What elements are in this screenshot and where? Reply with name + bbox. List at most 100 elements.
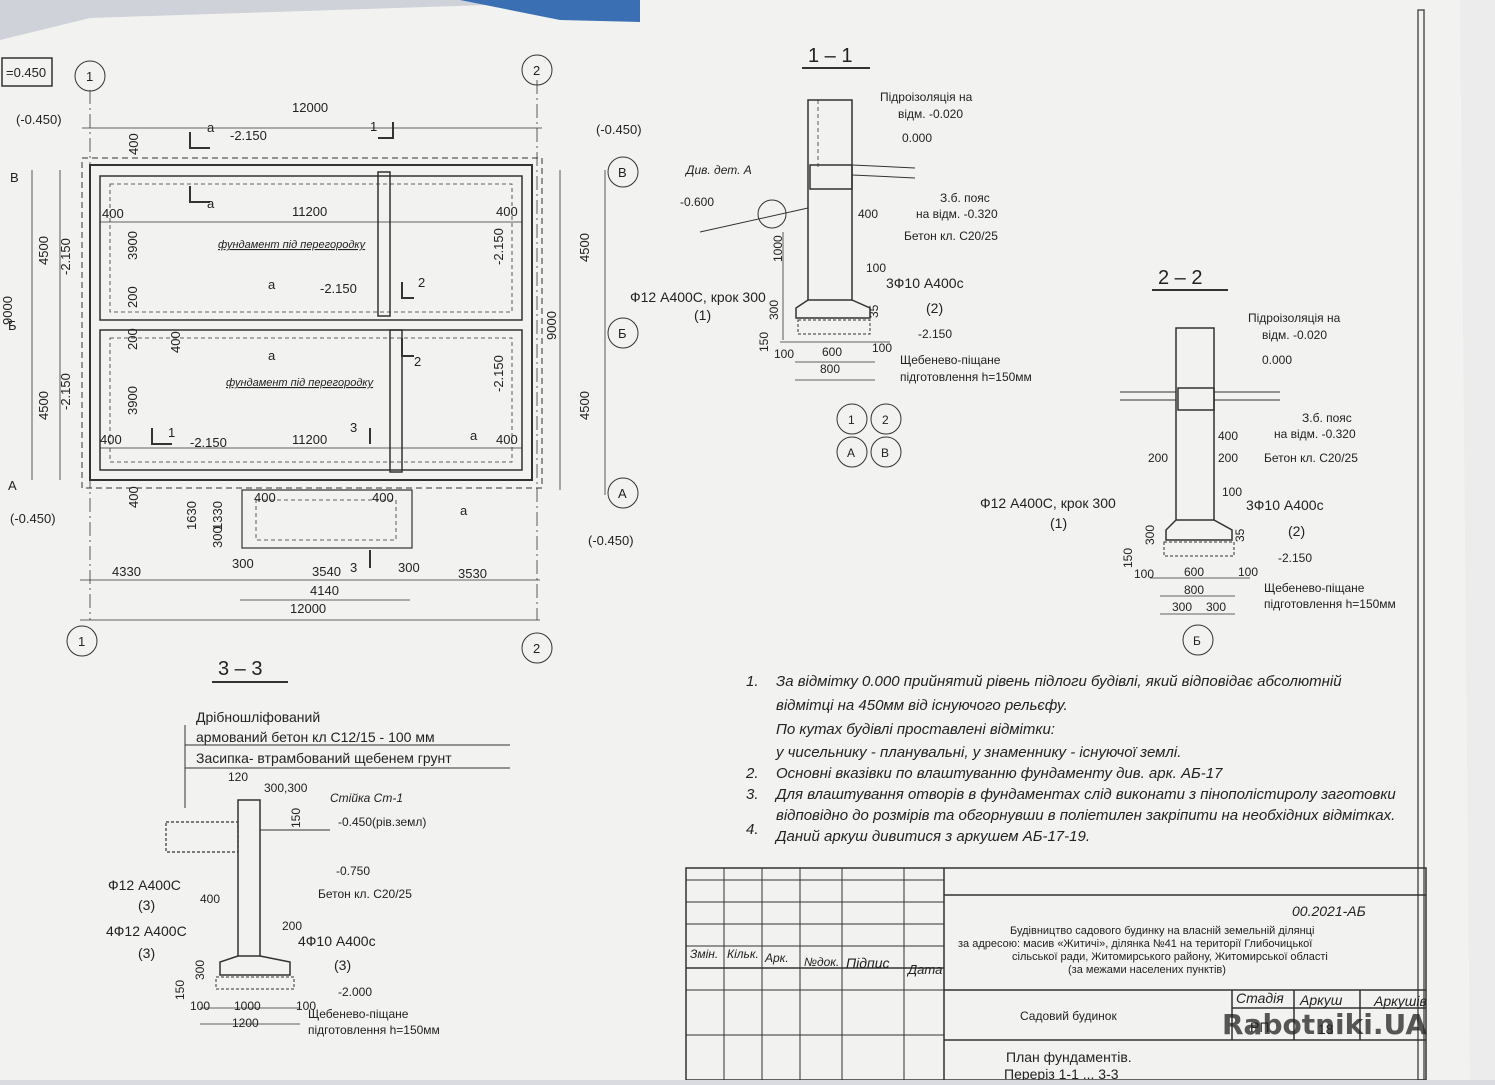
section-a-mark-5: а bbox=[470, 428, 478, 443]
s11-d600: 600 bbox=[822, 345, 842, 359]
s22-d400: 400 bbox=[1218, 429, 1238, 443]
s33-rebar2-num: (3) bbox=[138, 945, 155, 961]
s11-ground: -0.600 bbox=[680, 195, 714, 209]
s22-rebar-main-num: (1) bbox=[1050, 515, 1067, 531]
dim-3900-top: 3900 bbox=[125, 231, 140, 260]
s11-axis-v: В bbox=[881, 446, 889, 460]
section-a-mark-3: а bbox=[268, 277, 276, 292]
s22-zero: 0.000 bbox=[1262, 353, 1292, 367]
level-4: -2.150 bbox=[491, 228, 506, 265]
dim-4140: 4140 bbox=[310, 583, 339, 598]
col-sheet: Арк. bbox=[764, 951, 789, 965]
s33-d200: 200 bbox=[282, 919, 302, 933]
dim-400-a: 400 bbox=[102, 206, 124, 221]
s22-belt: З.б. пояс bbox=[1302, 411, 1352, 425]
s33-d150b: 150 bbox=[289, 808, 303, 828]
title-block-texts: 00.2021-АБ Будівництво садового будинку … bbox=[690, 903, 1427, 1082]
s33-gravel: Щебенево-піщане bbox=[308, 1007, 409, 1021]
plan-view bbox=[1, 54, 639, 664]
dim-400-e: 400 bbox=[126, 133, 141, 155]
project-line-2: за адресою: масив «Житичі», ділянка №41 … bbox=[958, 938, 1312, 950]
note-1-line-a: За відмітку 0.000 прийнятий рівень підло… bbox=[776, 673, 1342, 690]
section-1-1-texts: 1 – 1 Підроізоляція на відм. -0.020 0.00… bbox=[630, 45, 1032, 460]
note-1-num: 1. bbox=[746, 673, 759, 690]
watermark: Rabotniki.UA bbox=[1222, 1008, 1427, 1041]
s22-belt-level: на відм. -0.320 bbox=[1274, 427, 1356, 441]
s33-d300300: 300,300 bbox=[264, 781, 308, 795]
dim-300-b: 300 bbox=[398, 560, 420, 575]
axis-1-bottom: 1 bbox=[78, 634, 85, 649]
s33-layer1: Дрібношліфований bbox=[196, 709, 320, 725]
s11-belt: З.б. пояс bbox=[940, 191, 990, 205]
dim-3530: 3530 bbox=[458, 566, 487, 581]
section-a-mark-4: а bbox=[268, 348, 276, 363]
object-name: Садовий будинок bbox=[1020, 1009, 1117, 1023]
partition-note-2: фундамент під перегородку bbox=[226, 377, 375, 389]
dim-400-g: 400 bbox=[168, 331, 183, 353]
s22-gravel: Щебенево-піщане bbox=[1264, 581, 1365, 595]
s11-d1000: 1000 bbox=[771, 235, 785, 262]
sheet-value: 18 bbox=[1318, 1021, 1334, 1037]
s33-rebar2: 4Ф12 А400С bbox=[106, 923, 187, 939]
level-5: -2.150 bbox=[58, 373, 73, 410]
project-line-3: сільської ради, Житомирського району, Жи… bbox=[1012, 951, 1328, 963]
s22-d600: 600 bbox=[1184, 565, 1204, 579]
s11-axis-2: 2 bbox=[882, 413, 889, 427]
s22-waterproofing: Підроізоляція на bbox=[1248, 311, 1341, 325]
dim-12000-bottom: 12000 bbox=[290, 601, 326, 616]
dim-1630: 1630 bbox=[184, 501, 199, 530]
s33-d100a: 100 bbox=[190, 999, 210, 1013]
s33-ground: -0.450(рів.земл) bbox=[338, 815, 426, 829]
s33-d400: 400 bbox=[200, 892, 220, 906]
s33-level-0750: -0.750 bbox=[336, 864, 370, 878]
drawing-title-1: План фундаментів. bbox=[1006, 1049, 1132, 1065]
s22-d150: 150 bbox=[1121, 548, 1135, 568]
s11-d800: 800 bbox=[820, 362, 840, 376]
s33-rebar3-num: (3) bbox=[334, 957, 351, 973]
s11-waterproofing-level: відм. -0.020 bbox=[898, 107, 963, 121]
section-2-mark-a: 2 bbox=[418, 275, 425, 290]
note-4-num: 4. bbox=[746, 821, 759, 838]
section-a-mark-1: а bbox=[207, 120, 215, 135]
section-2-2-texts: 2 – 2 Підроізоляція на відм. -0.020 0.00… bbox=[980, 267, 1396, 648]
dim-1330: 1330 bbox=[210, 501, 225, 530]
axis-b: Б bbox=[618, 326, 627, 341]
note-2: Основні вказівки по влаштуванню фундамен… bbox=[776, 765, 1223, 782]
corner-mark-bl: (-0.450) bbox=[10, 511, 56, 526]
project-line-1: Будівництво садового будинку на власній … bbox=[1010, 925, 1314, 937]
s11-d400: 400 bbox=[858, 207, 878, 221]
dim-4500-left-top: 4500 bbox=[36, 236, 51, 265]
s33-rebar3: 4Ф10 А400с bbox=[298, 933, 376, 949]
s11-rebar-main: Ф12 А400С, крок 300 bbox=[630, 289, 766, 305]
section-1-mark-top: 1 bbox=[370, 119, 377, 134]
axis-1-top: 1 bbox=[86, 69, 93, 84]
blue-folder-edge bbox=[460, 0, 640, 22]
note-1-line-d: у чисельнику - планувальні, у знаменнику… bbox=[775, 744, 1181, 761]
s33-base-level: -2.000 bbox=[338, 985, 372, 999]
col-date: Дата bbox=[906, 962, 942, 977]
s33-concrete: Бетон кл. С20/25 bbox=[318, 887, 412, 901]
dim-4500-left-bottom: 4500 bbox=[36, 391, 51, 420]
s22-d300b: 300 bbox=[1206, 600, 1226, 614]
sheet-header: Аркуш bbox=[1299, 992, 1343, 1008]
dim-9000-right: 9000 bbox=[544, 311, 559, 340]
note-1-line-c: По кутах будівлі проставлені відмітки: bbox=[776, 721, 1055, 738]
dim-300-a: 300 bbox=[232, 556, 254, 571]
s22-gravel2: підготовлення h=150мм bbox=[1264, 597, 1396, 611]
dim-200-b: 200 bbox=[125, 328, 140, 350]
s22-rebar-long-num: (2) bbox=[1288, 523, 1305, 539]
corner-mark-tr: (-0.450) bbox=[596, 122, 642, 137]
dim-400-d: 400 bbox=[496, 432, 518, 447]
project-line-4: (за межами населених пунктів) bbox=[1068, 964, 1226, 976]
s33-d150: 150 bbox=[173, 980, 187, 1000]
dim-400-porch-a: 400 bbox=[254, 490, 276, 505]
partition-notes: фундамент під перегородку фундамент під … bbox=[218, 239, 375, 389]
s22-d100-top: 100 bbox=[1222, 485, 1242, 499]
s22-base-level: -2.150 bbox=[1278, 551, 1312, 565]
s11-d100-a: 100 bbox=[774, 347, 794, 361]
s11-waterproofing: Підроізоляція на bbox=[880, 90, 973, 104]
s33-d100b: 100 bbox=[296, 999, 316, 1013]
s11-rebar-main-num: (1) bbox=[694, 307, 711, 323]
